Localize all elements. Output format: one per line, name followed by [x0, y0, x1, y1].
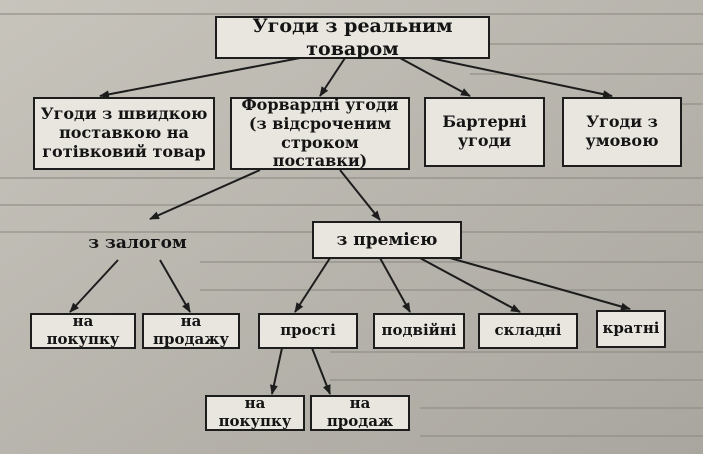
node-simple: прості — [258, 313, 358, 349]
node-premium-buy: на покупку — [205, 394, 305, 431]
arrow-simple-buy — [270, 347, 283, 395]
node-forward-deals: Форвардні угоди (з відсроченим строком п… — [230, 95, 410, 170]
arrow-premium-double — [379, 257, 411, 313]
root-node: Угоди з реальним товаром — [215, 15, 490, 60]
arrow-forward-premium — [339, 169, 381, 221]
arrow-root-conditional — [429, 57, 613, 99]
arrow-simple-sell — [311, 347, 331, 395]
arrow-collateral-sell — [159, 259, 191, 313]
node-with-premium: з премією — [312, 221, 462, 259]
node-collateral-buy: на покупку — [30, 312, 136, 349]
node-multiple: кратні — [596, 310, 666, 348]
arrow-root-spot — [99, 57, 301, 99]
arrow-premium-simple — [294, 257, 331, 313]
arrow-forward-collateral — [149, 169, 261, 220]
node-spot-deals: Угоди з швидкою поставкою на готівковий … — [33, 97, 215, 170]
label-with-collateral: з залогом — [88, 232, 187, 253]
arrow-root-barter — [399, 57, 471, 97]
arrow-collateral-buy — [69, 259, 119, 313]
node-conditional-deals: Угоди з умовою — [562, 97, 682, 167]
node-complex: складні — [478, 313, 578, 349]
arrow-root-forward — [319, 57, 346, 97]
arrow-premium-complex — [419, 257, 521, 313]
node-double: подвійні — [373, 313, 465, 349]
arrow-premium-multiple — [449, 257, 631, 311]
node-collateral-sell: на продажу — [142, 312, 240, 349]
node-barter-deals: Бартерні угоди — [424, 97, 545, 167]
node-premium-sell: на продаж — [310, 394, 410, 431]
